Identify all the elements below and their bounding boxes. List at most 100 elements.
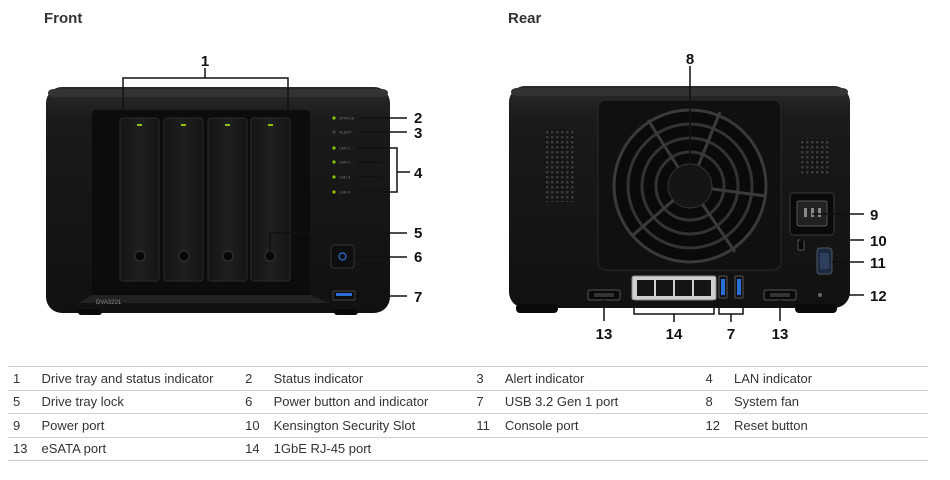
- legend-description: Alert indicator: [499, 366, 701, 391]
- legend-row: 9 Power port 10 Kensington Security Slot…: [8, 413, 928, 438]
- console-port[interactable]: [816, 247, 833, 275]
- front-unit: STATUS ALERT LAN 1 LAN 2 LAN 3 LAN 4 DVA…: [46, 53, 423, 315]
- rear-foot-right: [795, 304, 837, 313]
- lan-ports[interactable]: [631, 275, 717, 301]
- drive-tray-1[interactable]: [119, 117, 160, 282]
- legend-row: 5 Drive tray lock 6 Power button and ind…: [8, 390, 928, 414]
- legend-number: [471, 437, 500, 461]
- legend-description: Console port: [499, 413, 701, 438]
- legend-number: 12: [700, 413, 730, 438]
- legend-description: eSATA port: [36, 437, 241, 461]
- tray-lock-icon[interactable]: [134, 250, 146, 262]
- tray-lock-icon[interactable]: [178, 250, 190, 262]
- legend-number: 13: [8, 437, 37, 461]
- lan2-led: [332, 160, 336, 164]
- front-indicators: STATUS ALERT LAN 1 LAN 2 LAN 3 LAN 4: [332, 116, 355, 195]
- legend-number: 2: [240, 366, 269, 391]
- legend-number: 11: [471, 413, 500, 438]
- alert-led: [332, 130, 336, 134]
- indicator-label-lan3: LAN 3: [339, 175, 351, 180]
- drive-tray-4[interactable]: [250, 117, 291, 282]
- callout-4: 4: [414, 165, 423, 182]
- rear-unit: 8 9 10 11 12 13 14 7 13: [509, 51, 887, 343]
- callout-12: 12: [870, 288, 887, 305]
- indicator-label-alert: ALERT: [339, 130, 352, 135]
- indicator-label-lan1: LAN 1: [339, 146, 351, 151]
- callout-9: 9: [870, 207, 878, 224]
- legend-description: [499, 437, 701, 461]
- tray-lock-icon[interactable]: [222, 250, 234, 262]
- legend-number: 1: [8, 366, 37, 391]
- callout-14: 14: [666, 326, 683, 343]
- legend-description: Power port: [36, 413, 241, 438]
- drive-led: [181, 124, 186, 126]
- legend-number: 6: [240, 390, 269, 414]
- drive-tray-2[interactable]: [163, 117, 204, 282]
- lan3-led: [332, 175, 336, 179]
- rear-callout-lines: [603, 66, 864, 322]
- lan4-led: [332, 190, 336, 194]
- front-callout-lines: [122, 68, 410, 297]
- tray-lock-icon[interactable]: [264, 250, 276, 262]
- callout-10: 10: [870, 233, 887, 250]
- legend-number: 3: [471, 366, 500, 391]
- legend-description: 1GbE RJ-45 port: [268, 437, 472, 461]
- drive-tray-3[interactable]: [207, 117, 248, 282]
- callout-3: 3: [414, 125, 422, 142]
- legend-number: 9: [8, 413, 37, 438]
- front-usb-port[interactable]: [332, 290, 356, 301]
- drive-led: [268, 124, 273, 126]
- legend-row: 13 eSATA port 14 1GbE RJ-45 port: [8, 437, 928, 461]
- power-port[interactable]: [789, 192, 835, 236]
- power-icon: [338, 252, 347, 261]
- legend-number: 5: [8, 390, 37, 414]
- callout-7-rear: 7: [727, 326, 735, 343]
- legend-number: 7: [471, 390, 500, 414]
- vent-left: [545, 130, 575, 202]
- legend-description: Drive tray lock: [36, 390, 241, 414]
- legend-number: 4: [700, 366, 730, 391]
- callout-6: 6: [414, 249, 422, 266]
- legend-number: 10: [240, 413, 269, 438]
- callout-13-right: 13: [772, 326, 789, 343]
- legend-description: Status indicator: [268, 366, 472, 391]
- callout-5: 5: [414, 225, 422, 242]
- rear-usb-ports[interactable]: [718, 275, 744, 299]
- lan1-led: [332, 146, 336, 150]
- status-led: [332, 116, 336, 120]
- legend-description: Drive tray and status indicator: [36, 366, 241, 391]
- callout-7-front: 7: [414, 289, 422, 306]
- legend-description: [729, 437, 928, 461]
- legend-description: Power button and indicator: [268, 390, 472, 414]
- indicator-label-lan2: LAN 2: [339, 160, 351, 165]
- legend-description: USB 3.2 Gen 1 port: [499, 390, 701, 414]
- legend-row: 1 Drive tray and status indicator 2 Stat…: [8, 366, 928, 391]
- callout-2: 2: [414, 110, 422, 127]
- legend-description: LAN indicator: [729, 366, 928, 391]
- rear-heading: Rear: [508, 10, 542, 27]
- power-button[interactable]: [330, 244, 355, 269]
- drive-led: [225, 124, 230, 126]
- legend-description: Kensington Security Slot: [268, 413, 472, 438]
- rear-foot-left: [516, 304, 558, 313]
- legend-number: 8: [700, 390, 730, 414]
- front-foot-left: [78, 309, 102, 315]
- esata-port-left[interactable]: [587, 289, 621, 301]
- front-heading: Front: [44, 10, 83, 27]
- drive-led: [137, 124, 142, 126]
- legend-number: 14: [240, 437, 269, 461]
- legend-number: [700, 437, 730, 461]
- callout-8: 8: [686, 51, 694, 68]
- callout-11: 11: [870, 255, 886, 272]
- front-foot-right: [334, 309, 358, 315]
- legend-table: 1 Drive tray and status indicator 2 Stat…: [8, 366, 928, 461]
- legend-description: System fan: [729, 390, 928, 414]
- legend-description: Reset button: [729, 413, 928, 438]
- indicator-label-status: STATUS: [339, 116, 355, 121]
- callout-1: 1: [201, 53, 209, 70]
- model-label: DVA3221: [96, 300, 122, 306]
- esata-port-right[interactable]: [763, 289, 797, 301]
- reset-button[interactable]: [818, 293, 822, 297]
- vent-right: [800, 138, 830, 176]
- indicator-label-lan4: LAN 4: [339, 190, 351, 195]
